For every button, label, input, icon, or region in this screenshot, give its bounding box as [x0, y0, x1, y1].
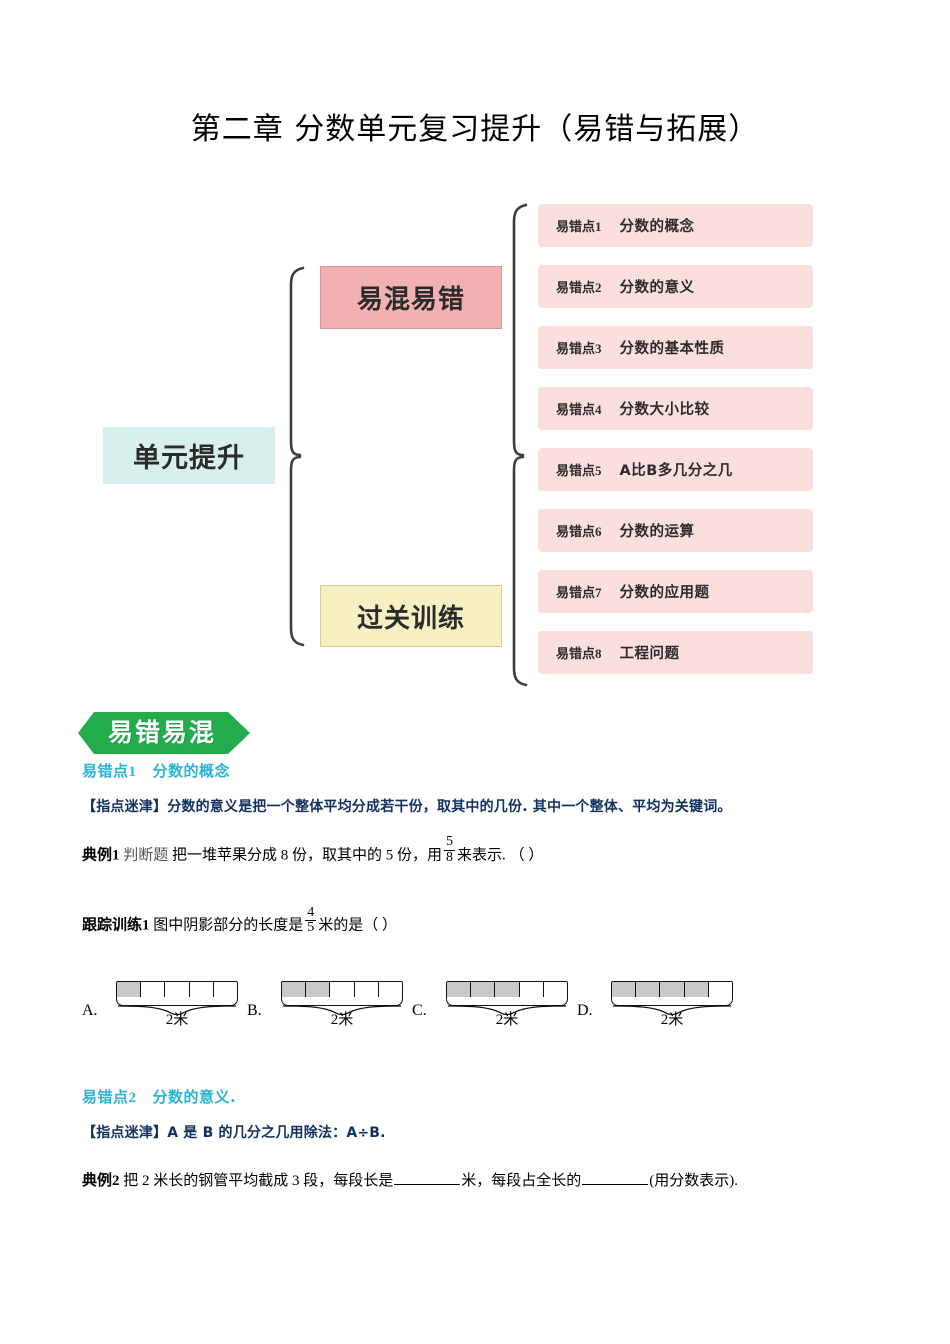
example-number: 2: [112, 1173, 120, 1189]
option-brace-icon: [447, 1005, 567, 1016]
section-banner: 易错易混: [78, 712, 250, 754]
mindmap-leaf-number: 易错点2: [556, 280, 602, 295]
mindmap-root-node: 单元提升: [103, 427, 275, 484]
section-1-heading: 易错点1 分数的概念: [82, 760, 882, 781]
answer-options: A. 2米 B. 2米 C. 2米 D.: [82, 978, 882, 1038]
mindmap-root-label: 单元提升: [133, 443, 245, 474]
example-number: 1: [112, 847, 120, 864]
option-bar-base: [611, 997, 733, 1006]
example-text-c: (用分数表示).: [649, 1173, 739, 1189]
mindmap-leaf: 易错点2 分数的意义: [538, 265, 813, 308]
mindmap-leaf-text: 分数的概念: [619, 219, 695, 235]
section-2-heading: 易错点2 分数的意义.: [82, 1086, 882, 1107]
example-type: 判断题: [123, 847, 169, 864]
mindmap-leaf-text: 分数大小比较: [619, 402, 710, 418]
section-2-example: 典例2 把 2 米长的钢管平均截成 3 段，每段长是 米，每段占全长的 (用分数表示…: [82, 1166, 882, 1196]
option-bar-base: [446, 997, 568, 1006]
option-bar-diagram: [446, 981, 568, 998]
mindmap-branch-label: 易混易错: [356, 285, 465, 315]
mindmap-leaf: 易错点8 工程问题: [538, 631, 813, 674]
mindmap-leaf-text: 工程问题: [619, 646, 680, 662]
mindmap-leaf-text: 分数的意义: [619, 280, 695, 296]
section-1-heading-label: 易错点: [82, 762, 129, 780]
mindmap-leaf: 易错点3 分数的基本性质: [538, 326, 813, 369]
mindmap-connectors: [289, 203, 528, 687]
fraction-denominator: 5: [305, 920, 317, 936]
mindmap-leaf-text: 分数的运算: [619, 524, 695, 540]
mindmap-leaf-number: 易错点8: [556, 646, 602, 661]
mindmap-leaf-text: 分数的基本性质: [619, 341, 725, 357]
practice-text-before: 图中阴影部分的长度是: [153, 917, 304, 934]
page-title: 第二章 分数单元复习提升（易错与拓展）: [190, 112, 760, 147]
section-2-tip: 【指点迷津】A 是 B 的几分之几用除法：A÷B.: [82, 1125, 386, 1141]
example-text-b: 米，每段占全长的: [461, 1173, 582, 1189]
example-answer-paren: （ ）: [509, 847, 544, 864]
option-letter: D.: [577, 1002, 593, 1019]
section-banner-wrap: 易错易混: [78, 712, 250, 754]
fraction-numerator: 5: [446, 834, 454, 850]
option-brace-icon: [612, 1005, 732, 1016]
option-letter: B.: [247, 1002, 262, 1019]
example-text-before: 把一堆苹果分成 8 份，取其中的 5 份，用: [172, 847, 443, 864]
mindmap-diagram: 单元提升 易混易错 过关训练 易错点1 分数的概念 易错点2 分数的意义 易错点…: [95, 200, 855, 700]
practice-label: 跟踪训练: [82, 917, 143, 934]
option-brace-icon: [282, 1005, 402, 1016]
option-letter: C.: [412, 1002, 427, 1019]
option-caption: 2米: [660, 1012, 684, 1028]
practice-number: 1: [142, 917, 150, 934]
section-2-heading-text: 分数的意义.: [152, 1088, 237, 1106]
mindmap-leaf-text: 分数的应用题: [619, 585, 710, 601]
answer-blank-2[interactable]: [582, 1184, 649, 1185]
mindmap-leaf-text: A比B多几分之几: [619, 463, 733, 479]
option-letter: A.: [82, 1002, 98, 1019]
option-d[interactable]: D. 2米: [577, 978, 767, 1034]
mindmap-leaf-number: 易错点5: [556, 463, 602, 478]
option-brace-icon: [117, 1005, 237, 1016]
mindmap-leaf-number: 易错点4: [556, 402, 602, 417]
mindmap-leaf-number: 易错点6: [556, 524, 602, 539]
example-text-a: 把 2 米长的钢管平均截成 3 段，每段长是: [123, 1173, 394, 1189]
option-bar-diagram: [116, 981, 238, 998]
section-1-tip: 【指点迷津】分数的意义是把一个整体平均分成若干份，取其中的几份. 其中一个整体、…: [82, 799, 732, 815]
mindmap-leaf-list: 易错点1 分数的概念 易错点2 分数的意义 易错点3 分数的基本性质 易错点4 …: [538, 204, 813, 692]
option-c[interactable]: C. 2米: [412, 978, 602, 1034]
mindmap-leaf-number: 易错点1: [556, 219, 602, 234]
mindmap-branch-training: 过关训练: [320, 585, 502, 647]
mindmap-leaf: 易错点1 分数的概念: [538, 204, 813, 247]
mindmap-leaf: 易错点7 分数的应用题: [538, 570, 813, 613]
fraction-numerator: 4: [307, 904, 315, 920]
mindmap-leaf-number: 易错点3: [556, 341, 602, 356]
option-bar-diagram: [281, 981, 403, 998]
answer-blank-1[interactable]: [394, 1184, 461, 1185]
option-a[interactable]: A. 2米: [82, 978, 272, 1034]
section-1-heading-text: 分数的概念: [152, 762, 231, 780]
section-1-heading-number: 1: [128, 764, 137, 780]
section-2-heading-number: 2: [128, 1090, 137, 1106]
practice-text-after: 米的是（ ）: [318, 917, 398, 934]
example-text-after: 来表示.: [457, 847, 506, 864]
option-bar-diagram: [611, 981, 733, 998]
option-bar-base: [281, 997, 403, 1006]
fraction-denominator: 8: [444, 850, 456, 866]
option-caption: 2米: [165, 1012, 189, 1028]
mindmap-branch-confusing: 易混易错: [320, 266, 502, 329]
mindmap-leaf-number: 易错点7: [556, 585, 602, 600]
mindmap-leaf: 易错点6 分数的运算: [538, 509, 813, 552]
option-caption: 2米: [495, 1012, 519, 1028]
mindmap-leaf: 易错点5 A比B多几分之几: [538, 448, 813, 491]
mindmap-leaf: 易错点4 分数大小比较: [538, 387, 813, 430]
option-bar-base: [116, 997, 238, 1006]
section-2-heading-label: 易错点: [82, 1088, 129, 1106]
mindmap-branch-label: 过关训练: [356, 603, 465, 634]
example-label: 典例: [82, 1173, 113, 1189]
option-b[interactable]: B. 2米: [247, 978, 437, 1034]
example-label: 典例: [82, 847, 113, 864]
option-caption: 2米: [330, 1012, 354, 1028]
